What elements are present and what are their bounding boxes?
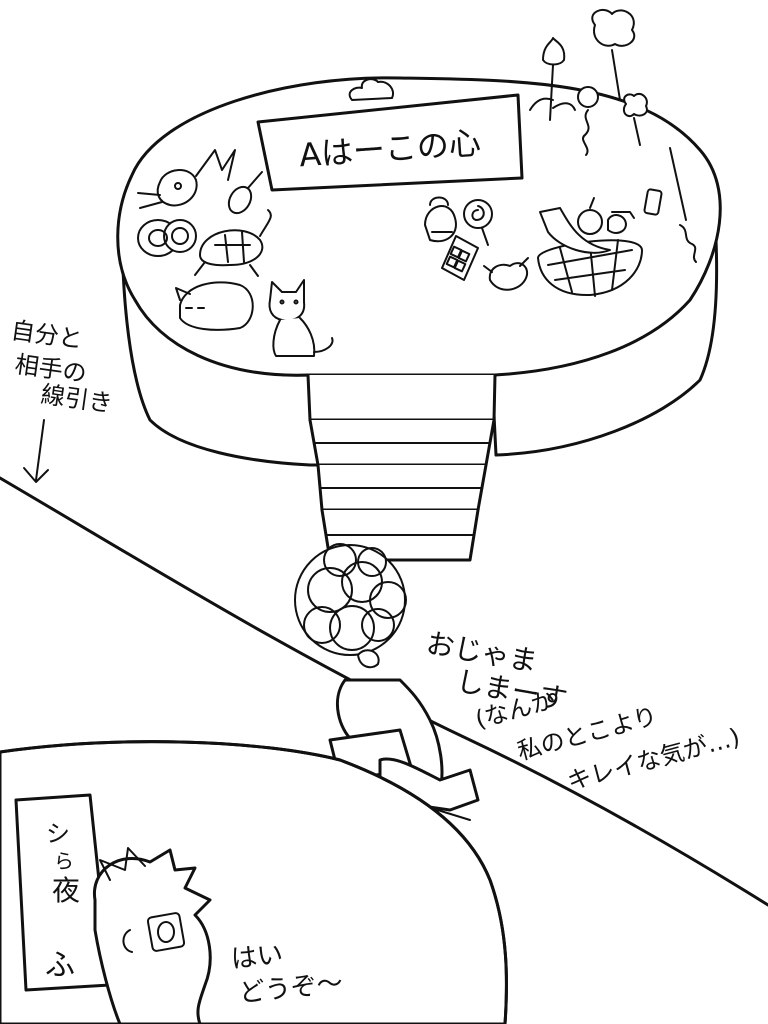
bottom-sign-char-3: 夜 [52, 874, 80, 907]
side-note: 自分と 相手の 線引き [9, 316, 114, 483]
sitting-cat-icon [268, 279, 334, 357]
stairs [306, 373, 497, 562]
chocolate-bar-icon [441, 235, 479, 281]
visitor-character [294, 543, 480, 846]
curly-hair [294, 543, 407, 656]
side-note-line-1: 自分と [9, 316, 84, 354]
side-note-line-3: 線引き [39, 380, 114, 418]
lollipop-icon [463, 199, 493, 246]
boundary-line [0, 476, 768, 907]
host-character [93, 847, 212, 1024]
bottom-sign: シ ら 夜 ふ [14, 793, 112, 992]
bottom-sign-char-1: シ [46, 820, 70, 848]
eraser-icon [643, 188, 663, 216]
speech-welcome-line-1: はい [230, 940, 285, 975]
sleeping-cat-icon [175, 281, 254, 331]
fruit-basket-icon [537, 197, 643, 297]
island-sign: Aはーこの心 [256, 93, 524, 192]
rings-icon [137, 219, 197, 257]
island-items [137, 9, 697, 357]
turtle-icon [194, 209, 272, 277]
onigiri-icon [424, 196, 457, 243]
brush-icon [669, 147, 697, 263]
poop-icon [348, 78, 394, 101]
candy-icon [483, 257, 529, 291]
bottom-sign-char-4: ふ [45, 948, 75, 983]
bottom-sign-char-2: ら [54, 849, 74, 873]
speech-aside: (なんか 私のとこより キレイな気が…) [472, 686, 743, 796]
spoon-icon [227, 171, 263, 215]
arrow-down-icon [35, 419, 45, 481]
flower-icon [529, 9, 648, 156]
bunny-icon [137, 149, 236, 209]
